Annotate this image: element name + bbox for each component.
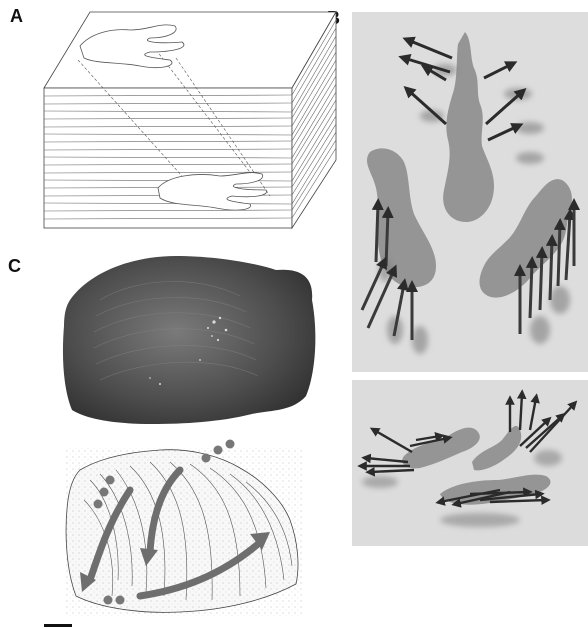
direction-arrow [540, 252, 542, 310]
panel-a-block-diagram [44, 12, 336, 228]
direction-arrow [530, 262, 532, 318]
direction-arrow [386, 212, 388, 266]
panel-b-lower [352, 380, 588, 546]
rock-specimen [63, 256, 315, 424]
panel-c-photo [63, 256, 315, 424]
direction-arrow [558, 224, 560, 286]
direction-arrow [550, 240, 552, 300]
panel-b-upper [352, 12, 588, 372]
direction-arrow [376, 204, 378, 262]
panel-c-sketch [44, 440, 302, 628]
scale-bar [44, 624, 72, 627]
